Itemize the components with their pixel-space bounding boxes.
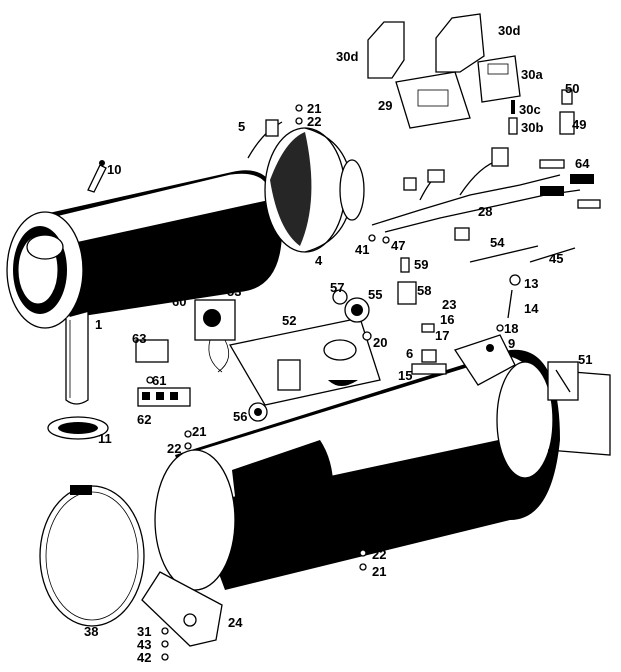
- part-30d-bracket-left: [367, 21, 405, 79]
- label-47: 47: [391, 238, 405, 253]
- part-55-ring: [344, 297, 370, 323]
- label-20: 20: [373, 335, 387, 350]
- part-3-main-cylinder: [154, 349, 611, 591]
- part-10-sensor: [87, 160, 107, 193]
- label-56: 56: [233, 409, 247, 424]
- label-55: 55: [368, 287, 382, 302]
- part-64-connectors: [539, 159, 601, 209]
- label-9: 9: [508, 336, 515, 351]
- label-14: 14: [524, 301, 539, 316]
- part-49-switch: [559, 89, 575, 135]
- part-labels: 1 3 4 5 6 9 10 11 13 14 15 16 17 18 20 2…: [84, 23, 592, 665]
- label-41: 41: [355, 242, 369, 257]
- label-43: 43: [137, 637, 151, 652]
- part-30b-sensor: [508, 100, 518, 135]
- label-49: 49: [572, 117, 586, 132]
- label-1: 1: [95, 317, 102, 332]
- label-52: 52: [282, 313, 296, 328]
- part-30d-bracket-right: [435, 13, 485, 73]
- part-56-ring: [248, 402, 268, 422]
- label-18: 18: [504, 321, 518, 336]
- label-17: 17: [435, 328, 449, 343]
- part-20-screw: [362, 331, 372, 341]
- label-22-top: 22: [307, 114, 321, 129]
- label-58: 58: [417, 283, 431, 298]
- screw-21-22-bottom: [359, 549, 367, 571]
- label-13: 13: [524, 276, 538, 291]
- label-3: 3: [440, 518, 447, 533]
- part-62-terminal-block: [137, 376, 191, 407]
- part-4-fan-housing: [264, 127, 365, 253]
- label-30a: 30a: [521, 67, 543, 82]
- part-9-bracket: [453, 334, 516, 386]
- part-53-motor: [194, 299, 236, 373]
- label-21-mid: 21: [192, 424, 206, 439]
- label-21-bottom: 21: [372, 564, 386, 579]
- label-30c: 30c: [519, 102, 541, 117]
- part-45-strap: [529, 247, 576, 263]
- part-54-strap: [469, 245, 539, 263]
- label-53: 53: [227, 284, 241, 299]
- label-5: 5: [238, 119, 245, 134]
- label-62: 62: [137, 412, 151, 427]
- label-21-top: 21: [307, 101, 321, 116]
- part-63-plate: [135, 339, 169, 363]
- label-30d-left: 30d: [336, 49, 358, 64]
- label-22-mid: 22: [167, 441, 181, 456]
- part-1-heat-exchanger-tube: [6, 170, 282, 405]
- part-30a-relay: [477, 55, 521, 103]
- part-58-relay: [397, 281, 417, 305]
- label-45: 45: [549, 251, 563, 266]
- part-52-cover-plate: [228, 317, 381, 406]
- screw-31-43-42: [161, 627, 169, 661]
- label-23: 23: [442, 297, 456, 312]
- part-11-gasket: [47, 416, 109, 440]
- part-5-wire-sensor: [247, 119, 283, 159]
- part-38-clamp-band: [39, 485, 145, 627]
- part-17-clip: [421, 323, 435, 333]
- label-15: 15: [398, 368, 412, 383]
- label-61: 61: [152, 373, 166, 388]
- part-57-ring: [332, 289, 348, 305]
- part-41-screw: [368, 234, 390, 244]
- label-60: 60: [172, 294, 186, 309]
- label-29: 29: [378, 98, 392, 113]
- part-51-bracket: [547, 361, 579, 401]
- label-24: 24: [228, 615, 243, 630]
- label-63: 63: [132, 331, 146, 346]
- label-64: 64: [575, 156, 590, 171]
- label-6: 6: [406, 346, 413, 361]
- label-4: 4: [315, 253, 323, 268]
- label-10: 10: [107, 162, 121, 177]
- part-29-control-box: [395, 71, 471, 129]
- screw-21-22-mid: [184, 430, 192, 450]
- label-31: 31: [137, 624, 151, 639]
- label-50: 50: [565, 81, 579, 96]
- label-42: 42: [137, 650, 151, 665]
- screw-21-22-top: [295, 104, 303, 125]
- label-22-bottom: 22: [372, 547, 386, 562]
- label-11: 11: [98, 431, 112, 446]
- label-38: 38: [84, 624, 98, 639]
- label-57: 57: [330, 280, 344, 295]
- label-59: 59: [414, 257, 428, 272]
- label-30d-right: 30d: [498, 23, 520, 38]
- part-6-valve: [411, 349, 447, 375]
- label-28: 28: [478, 204, 492, 219]
- part-59-spring: [400, 257, 410, 273]
- part-24-foot-bracket: [141, 571, 223, 647]
- label-16: 16: [440, 312, 454, 327]
- label-30b: 30b: [521, 120, 543, 135]
- part-14-bolt: [496, 274, 521, 332]
- label-54: 54: [490, 235, 505, 250]
- label-51: 51: [578, 352, 592, 367]
